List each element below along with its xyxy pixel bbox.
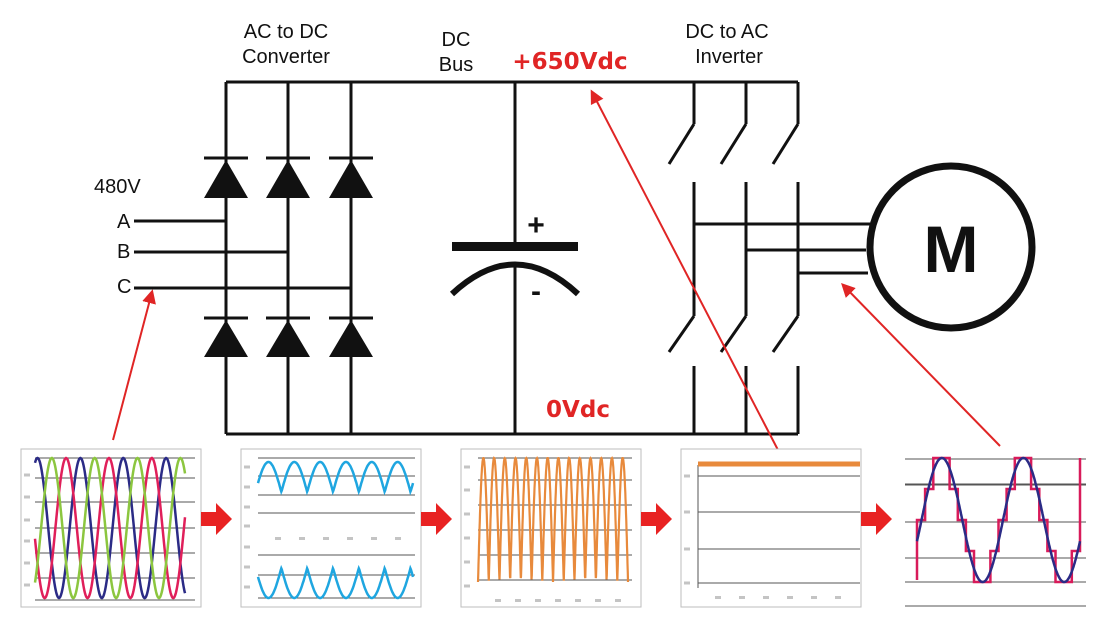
diode-icon [266,156,310,357]
switch-icon [719,123,748,165]
converter-title-line2: Converter [242,46,330,68]
switch-icon [667,123,696,165]
arrow-right-icon [861,503,892,535]
phase-a-label: A [117,211,131,233]
arrow-right-icon [201,503,232,535]
inverter-title-line2: Inverter [695,46,763,68]
panel-three-phase [20,448,202,608]
phase-wires [134,219,351,290]
pointer-arrows [112,89,1001,451]
bus-title-line1: DC [442,29,471,51]
phase-wave [33,456,187,600]
phase-c-label: C [117,276,131,298]
panel-dc-level [680,448,862,608]
switch-icon [771,315,800,353]
ripple-wave [476,456,630,583]
rectified-wave-negative [256,564,415,600]
capacitor-icon: + - [449,209,581,308]
rectified-wave-positive [256,460,415,496]
supply-voltage: 480V [94,176,141,198]
panel-ripple [460,448,642,608]
diode-icon [204,156,248,357]
inverter-bridge [667,82,870,434]
phase-wave [33,456,187,600]
motor-label: M [924,212,979,286]
cap-minus-sign: - [531,275,541,308]
dc-rails [224,80,798,436]
converter-title-line1: AC to DC [244,21,328,43]
arrow-right-icon [641,503,672,535]
switch-icon [667,315,696,353]
switch-icon [771,123,800,165]
pwm-step-wave [915,456,1082,584]
switch-icon [719,315,748,353]
bus-title-line2: Bus [439,54,473,76]
diode-icon [329,156,373,357]
motor-icon: M [866,162,1036,332]
phase-wave [33,456,187,600]
panel-rectified [240,448,422,608]
cap-plus-sign: + [527,209,545,242]
phase-b-label: B [117,241,130,263]
bus-zero-voltage: 0Vdc [546,397,610,423]
pwm-sine-wave [915,456,1082,584]
arrow-right-icon [421,503,452,535]
inverter-title-line1: DC to AC [685,21,768,43]
bus-positive-voltage: +650Vdc [512,49,627,75]
panel-pwm-output [905,456,1086,607]
